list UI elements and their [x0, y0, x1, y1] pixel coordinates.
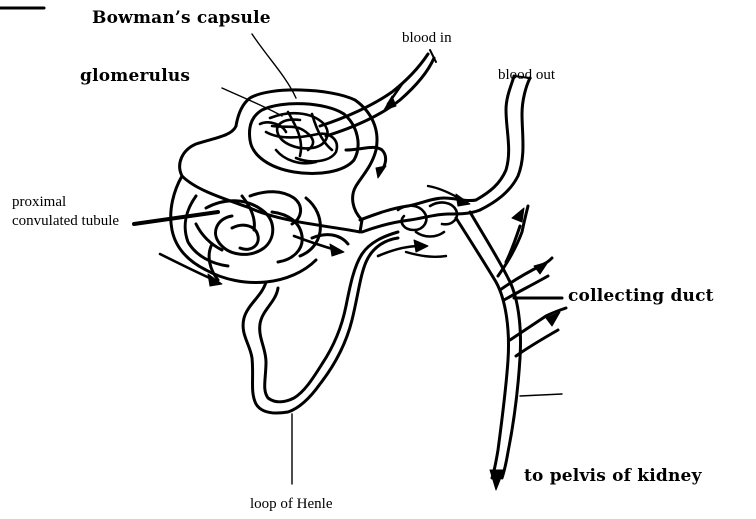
branch-arrow-head — [534, 262, 548, 274]
label-to-pelvis: to pelvis of kidney — [524, 466, 702, 486]
loop-of-henle-descending — [243, 238, 398, 413]
label-bowmans-capsule: Bowman’s capsule — [92, 8, 271, 28]
pointer-duct-bottom — [520, 394, 562, 396]
glomerulus-tangle — [260, 112, 337, 163]
branch-arrow-head — [512, 208, 524, 222]
tubule-arrow-head — [330, 244, 344, 256]
to-pelvis-arrow-head — [490, 470, 504, 490]
proximal-tubule-coils — [171, 176, 348, 283]
duct-branch — [516, 330, 558, 356]
loop-of-henle-ascending — [260, 232, 398, 402]
blood-in-arrow-head — [384, 96, 396, 110]
efferent-vessel-out — [480, 78, 530, 210]
tubule-arrow-loop2 — [406, 252, 446, 257]
label-collecting-duct: collecting duct — [568, 286, 714, 306]
duct-branch — [504, 276, 548, 300]
label-loop-of-henle: loop of Henle — [250, 496, 332, 513]
pointer-bowmans-capsule — [252, 34, 296, 98]
label-proximal-tubule: proximal convulated tubule — [12, 193, 134, 231]
label-blood-out: blood out — [498, 67, 555, 84]
collecting-duct-wall — [456, 218, 509, 478]
efferent-arrow-head — [376, 166, 386, 178]
label-blood-in: blood in — [402, 30, 452, 47]
bowmans-capsule-outer — [180, 90, 377, 232]
efferent-vessel-out — [476, 76, 514, 200]
tubule-arrow-head — [414, 240, 428, 252]
pointer-proximal-tubule — [134, 212, 218, 224]
label-glomerulus: glomerulus — [80, 66, 190, 86]
